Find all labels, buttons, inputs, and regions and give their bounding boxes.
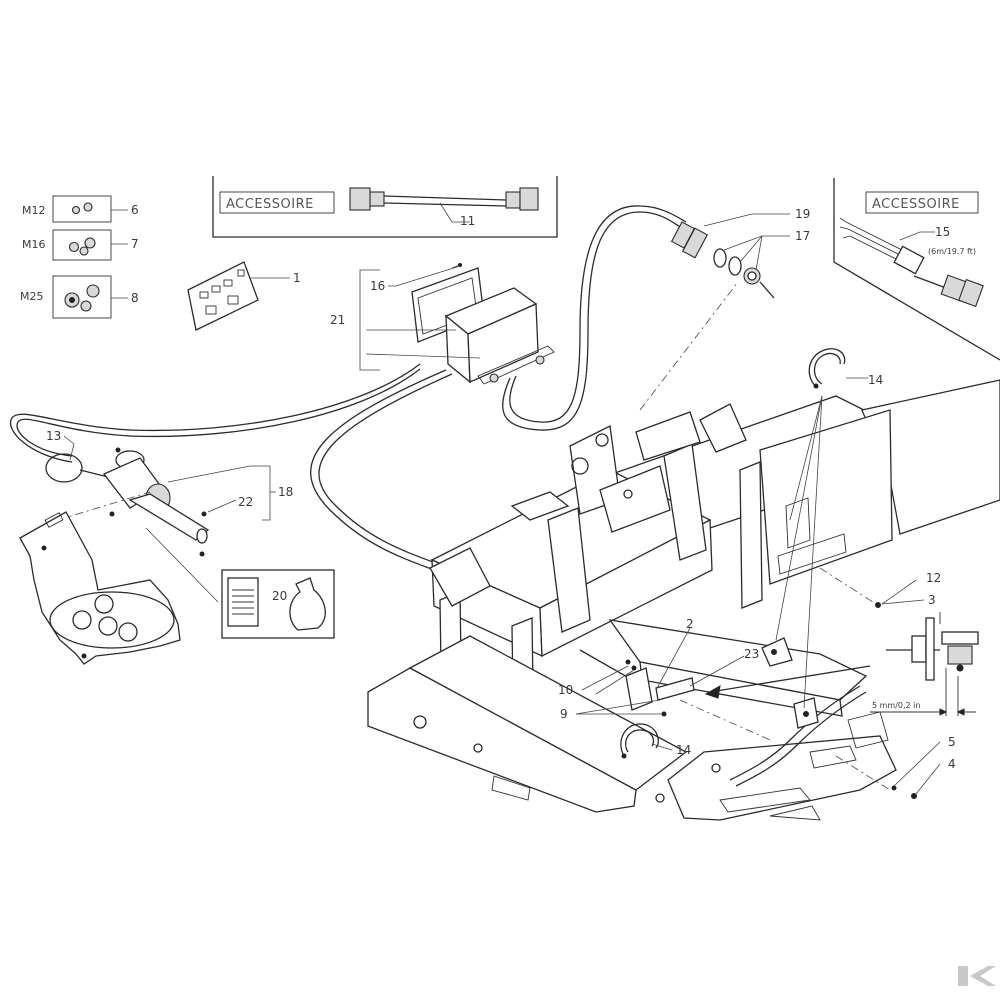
cable-length-note: (6m/19.7 ft) [928, 247, 976, 256]
part-label-12: 12 [926, 571, 941, 585]
part-label-21: 21 [330, 313, 345, 327]
part-label-4: 4 [948, 757, 956, 771]
part-label-22: 22 [238, 495, 253, 509]
part-label-5: 5 [948, 735, 956, 749]
accessory-box-cable-15: ACCESSOIRE 15 (6m/19.7 ft) [833, 178, 1000, 361]
sensor-mount-2-9-10-23: 2 10 9 23 [558, 617, 771, 741]
part-label-1: 1 [293, 271, 301, 285]
mounting-plate [19, 511, 181, 665]
bolt-part-8: 8 [131, 291, 139, 305]
part-label-20: 20 [272, 589, 287, 603]
bolt-size-m12: M12 [22, 204, 46, 217]
accessory-label-left: ACCESSOIRE [226, 197, 314, 212]
main-frame [367, 379, 1000, 821]
connector-19-17: 19 17 [639, 207, 810, 411]
part-label-23: 23 [744, 647, 759, 661]
part-label-2: 2 [686, 617, 694, 631]
brand-logo-icon [958, 966, 996, 986]
manual-and-bag-20: 20 [221, 569, 335, 639]
part-label-19: 19 [795, 207, 810, 221]
bolt-size-m16: M16 [22, 238, 46, 251]
part-label-13: 13 [46, 429, 61, 443]
part-label-10: 10 [558, 683, 573, 697]
fasteners-3-4-5-12: 12 3 5 4 [819, 567, 956, 799]
sensor-gap-detail: 5 mm/0,2 in [870, 612, 979, 716]
circuit-board-1: 1 [187, 261, 301, 331]
sensor-assembly-18: 13 22 18 [45, 429, 293, 603]
accessory-label-right: ACCESSOIRE [872, 197, 960, 212]
part-label-11: 11 [460, 214, 475, 228]
bolt-part-7: 7 [131, 237, 139, 251]
part-label-16: 16 [370, 279, 385, 293]
gap-note: 5 mm/0,2 in [872, 701, 920, 710]
accessory-box-cable-11: ACCESSOIRE 11 [212, 176, 558, 238]
bolt-size-m25: M25 [20, 290, 44, 303]
part-label-17: 17 [795, 229, 810, 243]
part-label-15: 15 [935, 225, 950, 239]
part-label-18: 18 [278, 485, 293, 499]
part-label-9: 9 [560, 707, 568, 721]
control-box-16-21: 16 21 [330, 263, 555, 385]
cable-ties-14: 14 14 [620, 348, 883, 759]
part-label-14-top: 14 [868, 373, 883, 387]
part-label-3: 3 [928, 593, 936, 607]
bolt-kits: M12 6 M16 7 M25 8 [20, 195, 139, 319]
bolt-part-6: 6 [131, 203, 139, 217]
cables [9, 205, 687, 575]
part-label-14-bottom: 14 [676, 743, 691, 757]
